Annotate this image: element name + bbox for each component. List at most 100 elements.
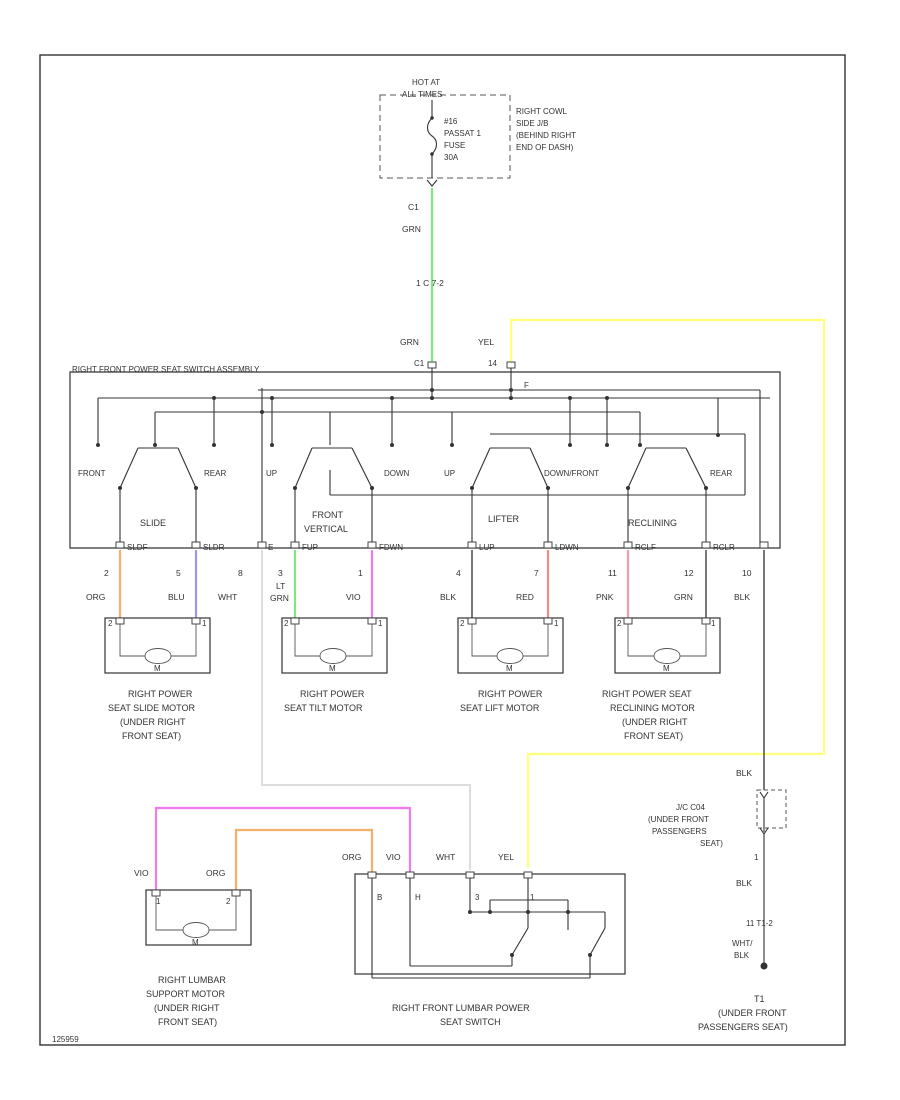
feed-wire: C1 GRN 1 C 7-2 GRN — [400, 188, 444, 362]
switch-lifter: UP DOWN/FRONT LIFTER — [444, 447, 599, 542]
pin-f-label: F — [524, 381, 529, 390]
terminal-fdwn: FDWN — [379, 543, 403, 552]
motor-reclining-line-1: RIGHT POWER SEAT — [602, 689, 692, 699]
ground-line-2: (UNDER FRONT — [718, 1008, 787, 1018]
switch-assembly-title: RIGHT FRONT POWER SEAT SWITCH ASSEMBLY — [72, 365, 260, 374]
ground-connector-3: PASSENGERS — [652, 827, 707, 836]
motor-reclining: 2 1 M RIGHT POWER SEAT RECLINING MOTOR (… — [602, 617, 721, 741]
yellow-feed-wire: YEL — [478, 318, 826, 868]
fuse-line-3: FUSE — [444, 141, 465, 150]
wire-color-blu: BLU — [168, 592, 185, 602]
front-vertical-name-1: FRONT — [312, 510, 343, 520]
reclining-right-label: REAR — [710, 469, 732, 478]
hot-at-value: ALL TIMES — [402, 90, 442, 99]
ground-line-3: PASSENGERS SEAT) — [698, 1022, 788, 1032]
wire-labels: 2 ORG 5 BLU 8 WHT 3 LT GRN 1 VIO 4 BLK 7… — [86, 568, 752, 603]
wire-color-pnk: PNK — [596, 592, 614, 602]
lifter-left-label: UP — [444, 469, 455, 478]
feed-splice-label: 1 C 7-2 — [416, 278, 444, 288]
switch-assembly: RIGHT FRONT POWER SEAT SWITCH ASSEMBLY C… — [69, 359, 781, 552]
lumbar-switch-line-1: RIGHT FRONT LUMBAR POWER — [392, 1003, 530, 1013]
lumbar-switch-pin-b: B — [377, 893, 382, 902]
motor-reclining-line-3: (UNDER RIGHT — [622, 717, 688, 727]
motor-reclining-pin-b: 1 — [711, 619, 716, 628]
terminal-row: SLDF SLDR E FUP FDWN LUP LDWN RCLF RCLR — [115, 541, 769, 552]
motor-reclining-line-2: RECLINING MOTOR — [610, 703, 695, 713]
lumbar-switch: ORG VIO WHT YEL B H 3 1 RIGHT FRO — [342, 852, 626, 1027]
motor-reclining-line-4: FRONT SEAT) — [624, 731, 683, 741]
ground-connector-1: J/C C04 — [676, 803, 705, 812]
lumbar-motor-line-3: (UNDER RIGHT — [154, 1003, 220, 1013]
terminal-e: E — [268, 543, 273, 552]
motor-reclining-symbol: M — [663, 664, 670, 673]
fuse-location-1: RIGHT COWL — [516, 107, 568, 116]
fuse-line-4: 30A — [444, 153, 459, 162]
lumbar-motor-line-2: SUPPORT MOTOR — [146, 989, 226, 999]
wire-color-grn: GRN — [270, 593, 289, 603]
lumbar-motor-symbol: M — [192, 938, 199, 947]
wire-color-vio: VIO — [346, 592, 361, 602]
feed-color-label: GRN — [402, 224, 421, 234]
wire-color-blk-ground: BLK — [734, 592, 750, 602]
ground-pin-a: 1 — [754, 853, 759, 862]
terminal-rclr: RCLR — [713, 543, 735, 552]
wire-pin-1: 1 — [358, 568, 363, 578]
wire-pin-3: 3 — [278, 568, 283, 578]
wire-pin-4: 4 — [456, 568, 461, 578]
lumbar-switch-wire-org: ORG — [342, 852, 361, 862]
lumbar-switch-wire-vio: VIO — [386, 852, 401, 862]
ground-splice-label: 11 T1-2 — [746, 919, 773, 928]
terminal-rclf: RCLF — [635, 543, 656, 552]
wire-color-red: RED — [516, 592, 534, 602]
lumbar-motor-line-1: RIGHT LUMBAR — [158, 975, 226, 985]
ground-connector-4: SEAT) — [700, 839, 723, 848]
ground-color-label: BLK — [736, 768, 752, 778]
wire-color-blk-lift: BLK — [440, 592, 456, 602]
reclining-name: RECLINING — [628, 518, 677, 528]
wire-pin-12: 12 — [684, 568, 694, 578]
wire-pin-10: 10 — [742, 568, 752, 578]
motor-slide: 2 1 M RIGHT POWER SEAT SLIDE MOTOR (UNDE… — [104, 617, 211, 741]
motor-tilt: 2 1 M RIGHT POWER SEAT TILT MOTOR — [281, 617, 388, 713]
front-vertical-right-label: DOWN — [384, 469, 410, 478]
motor-tilt-line-1: RIGHT POWER — [300, 689, 365, 699]
lumbar-switch-pin-h: H — [415, 893, 421, 902]
feed-color-label-2: GRN — [400, 337, 419, 347]
connector-c1-label: C1 — [414, 359, 425, 368]
switch-slide: FRONT REAR SLIDE — [78, 447, 226, 542]
terminal-ldwn: LDWN — [555, 543, 579, 552]
slide-right-label: REAR — [204, 469, 226, 478]
lumbar-wire-left: VIO — [134, 868, 149, 878]
fuse-line-1: #16 — [444, 117, 458, 126]
terminal-lup: LUP — [479, 543, 495, 552]
motor-reclining-pin-a: 2 — [617, 619, 622, 628]
ground-color-blk: BLK — [734, 951, 750, 960]
wire-color-lt: LT — [276, 581, 285, 591]
front-vertical-left-label: UP — [266, 469, 277, 478]
lifter-name: LIFTER — [488, 514, 520, 524]
motor-slide-line-2: SEAT SLIDE MOTOR — [108, 703, 196, 713]
motor-wires — [118, 550, 765, 870]
switch-front-vertical: UP DOWN FRONT VERTICAL — [266, 447, 410, 542]
terminal-sldf: SLDF — [127, 543, 148, 552]
feed-connector-label: C1 — [408, 202, 419, 212]
switch-reclining: REAR RECLINING — [626, 447, 732, 542]
motor-tilt-pin-a: 2 — [284, 619, 289, 628]
wire-wht-lumbar — [261, 550, 471, 870]
lumbar-switch-pin-1: 1 — [530, 893, 535, 902]
wire-pin-5: 5 — [176, 568, 181, 578]
wire-color-grn-recline: GRN — [674, 592, 693, 602]
slide-name: SLIDE — [140, 518, 166, 528]
fuse-location-3: (BEHIND RIGHT — [516, 131, 576, 140]
terminal-fup: FUP — [302, 543, 318, 552]
lifter-right-label: DOWN/FRONT — [544, 469, 599, 478]
ground-point — [760, 962, 768, 970]
lumbar-wire-right: ORG — [206, 868, 225, 878]
hot-at-label: HOT AT — [412, 78, 440, 87]
motor-lift-symbol: M — [506, 664, 513, 673]
lumbar-switch-pin-3: 3 — [475, 893, 480, 902]
motor-slide-symbol: M — [154, 664, 161, 673]
motor-slide-line-1: RIGHT POWER — [128, 689, 193, 699]
ground-color-label-2: BLK — [736, 878, 752, 888]
